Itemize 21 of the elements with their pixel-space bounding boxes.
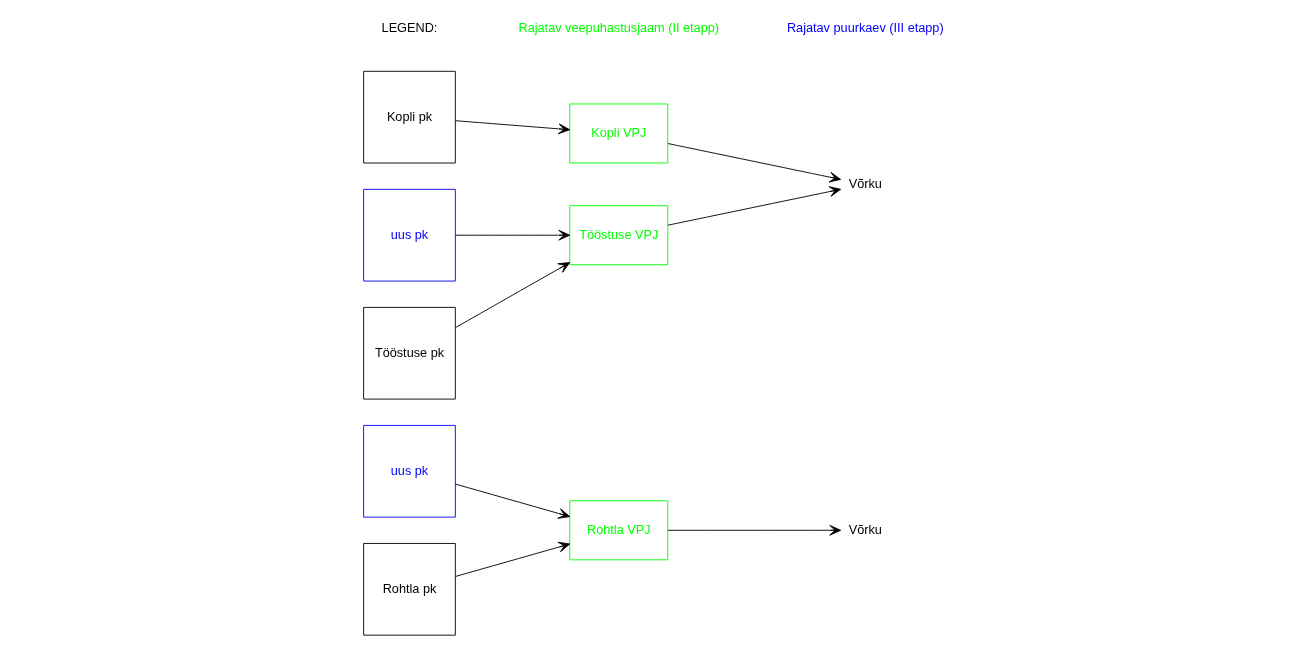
arrow	[454, 120, 570, 135]
node-box: Rohtla VPJ	[568, 500, 668, 561]
arrow	[667, 186, 841, 226]
node-box: Kopli pk	[362, 70, 456, 164]
node-text: Võrku	[848, 521, 882, 537]
arrow	[454, 262, 570, 329]
node-box: Tööstuse pk	[362, 306, 456, 400]
label: LEGEND:	[381, 19, 437, 35]
legend-label: Rajatav veepuhastusjaam (II etapp)	[518, 19, 719, 35]
node-box: uus pk	[362, 424, 456, 518]
node-box: Tööstuse VPJ	[568, 205, 668, 266]
arrow	[454, 541, 570, 577]
node-box: uus pk	[362, 188, 456, 282]
legend-label: Rajatav puurkaev (III etapp)	[786, 19, 944, 35]
node-box: Rohtla pk	[362, 543, 456, 636]
node-box: Kopli VPJ	[568, 103, 668, 164]
node-text: Võrku	[848, 175, 882, 191]
arrow	[667, 524, 841, 536]
arrow	[454, 483, 570, 519]
arrow	[667, 143, 841, 183]
arrow	[454, 229, 570, 241]
